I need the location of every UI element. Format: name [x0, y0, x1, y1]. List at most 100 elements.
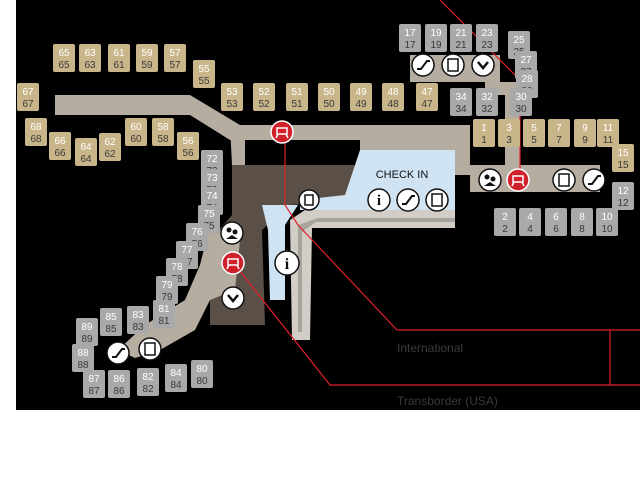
connections-icon[interactable]: [471, 53, 495, 77]
gate-3[interactable]: 33: [498, 119, 520, 147]
svg-text:i: i: [377, 193, 381, 209]
gate-number: 19: [430, 28, 442, 39]
gate-5[interactable]: 55: [523, 119, 545, 147]
gate-number: 10: [601, 212, 613, 223]
gate-number: 5: [531, 123, 537, 134]
gate-number: 50: [323, 87, 335, 98]
gate-number-shadow: 6: [553, 224, 559, 235]
gate-1[interactable]: 11: [473, 119, 495, 147]
maple-leaf-lounge-icon[interactable]: [221, 251, 245, 275]
elevator-icon[interactable]: [552, 168, 576, 192]
gate-number: 87: [88, 374, 100, 385]
gate-9[interactable]: 99: [574, 119, 596, 147]
gate-number-shadow: 55: [198, 76, 210, 87]
gate-number: 80: [196, 364, 208, 375]
gate-number-shadow: 58: [157, 134, 169, 145]
gate-number: 64: [80, 142, 92, 153]
gate-number-shadow: 30: [515, 104, 527, 115]
connections-icon[interactable]: [221, 286, 245, 310]
facility-icons: i i: [106, 53, 606, 365]
gate-number-shadow: 32: [481, 104, 493, 115]
elevator-icon[interactable]: [425, 188, 449, 212]
gate-number: 76: [191, 227, 203, 238]
elevator-icon[interactable]: [138, 337, 162, 361]
escalator-icon[interactable]: [411, 53, 435, 77]
elevator-icon[interactable]: [441, 53, 465, 77]
gate-number: 65: [58, 48, 70, 59]
gate-4[interactable]: 44: [519, 208, 541, 236]
gate-8[interactable]: 88: [571, 208, 593, 236]
gate-number-shadow: 5: [531, 135, 537, 146]
gate-number: 2: [502, 212, 508, 223]
gate-number-shadow: 47: [421, 99, 433, 110]
gate-number-shadow: 11: [603, 135, 614, 146]
gate-number: 4: [527, 212, 533, 223]
information-icon[interactable]: i: [274, 250, 300, 276]
elevator-icon[interactable]: [298, 189, 320, 211]
gate-number-shadow: 53: [226, 99, 238, 110]
gate-number-shadow: 84: [170, 380, 182, 391]
escalator-icon[interactable]: [582, 168, 606, 192]
maple-leaf-lounge-icon[interactable]: [506, 168, 530, 192]
gate-2[interactable]: 22: [494, 208, 516, 236]
escalator-icon[interactable]: [106, 341, 130, 365]
gate-6[interactable]: 66: [545, 208, 567, 236]
gate-number: 17: [404, 28, 416, 39]
moving-walkway: [290, 210, 455, 340]
gate-number: 75: [203, 209, 215, 220]
gate-number: 48: [387, 87, 399, 98]
family-services-icon[interactable]: [478, 168, 502, 192]
gate-number: 66: [54, 136, 66, 147]
information-icon[interactable]: i: [367, 188, 391, 212]
gate-7[interactable]: 77: [548, 119, 570, 147]
escalator-icon[interactable]: [396, 188, 420, 212]
family-services-icon[interactable]: [220, 221, 244, 245]
maple-leaf-lounge-icon[interactable]: [270, 120, 294, 144]
gate-number: 53: [226, 87, 238, 98]
